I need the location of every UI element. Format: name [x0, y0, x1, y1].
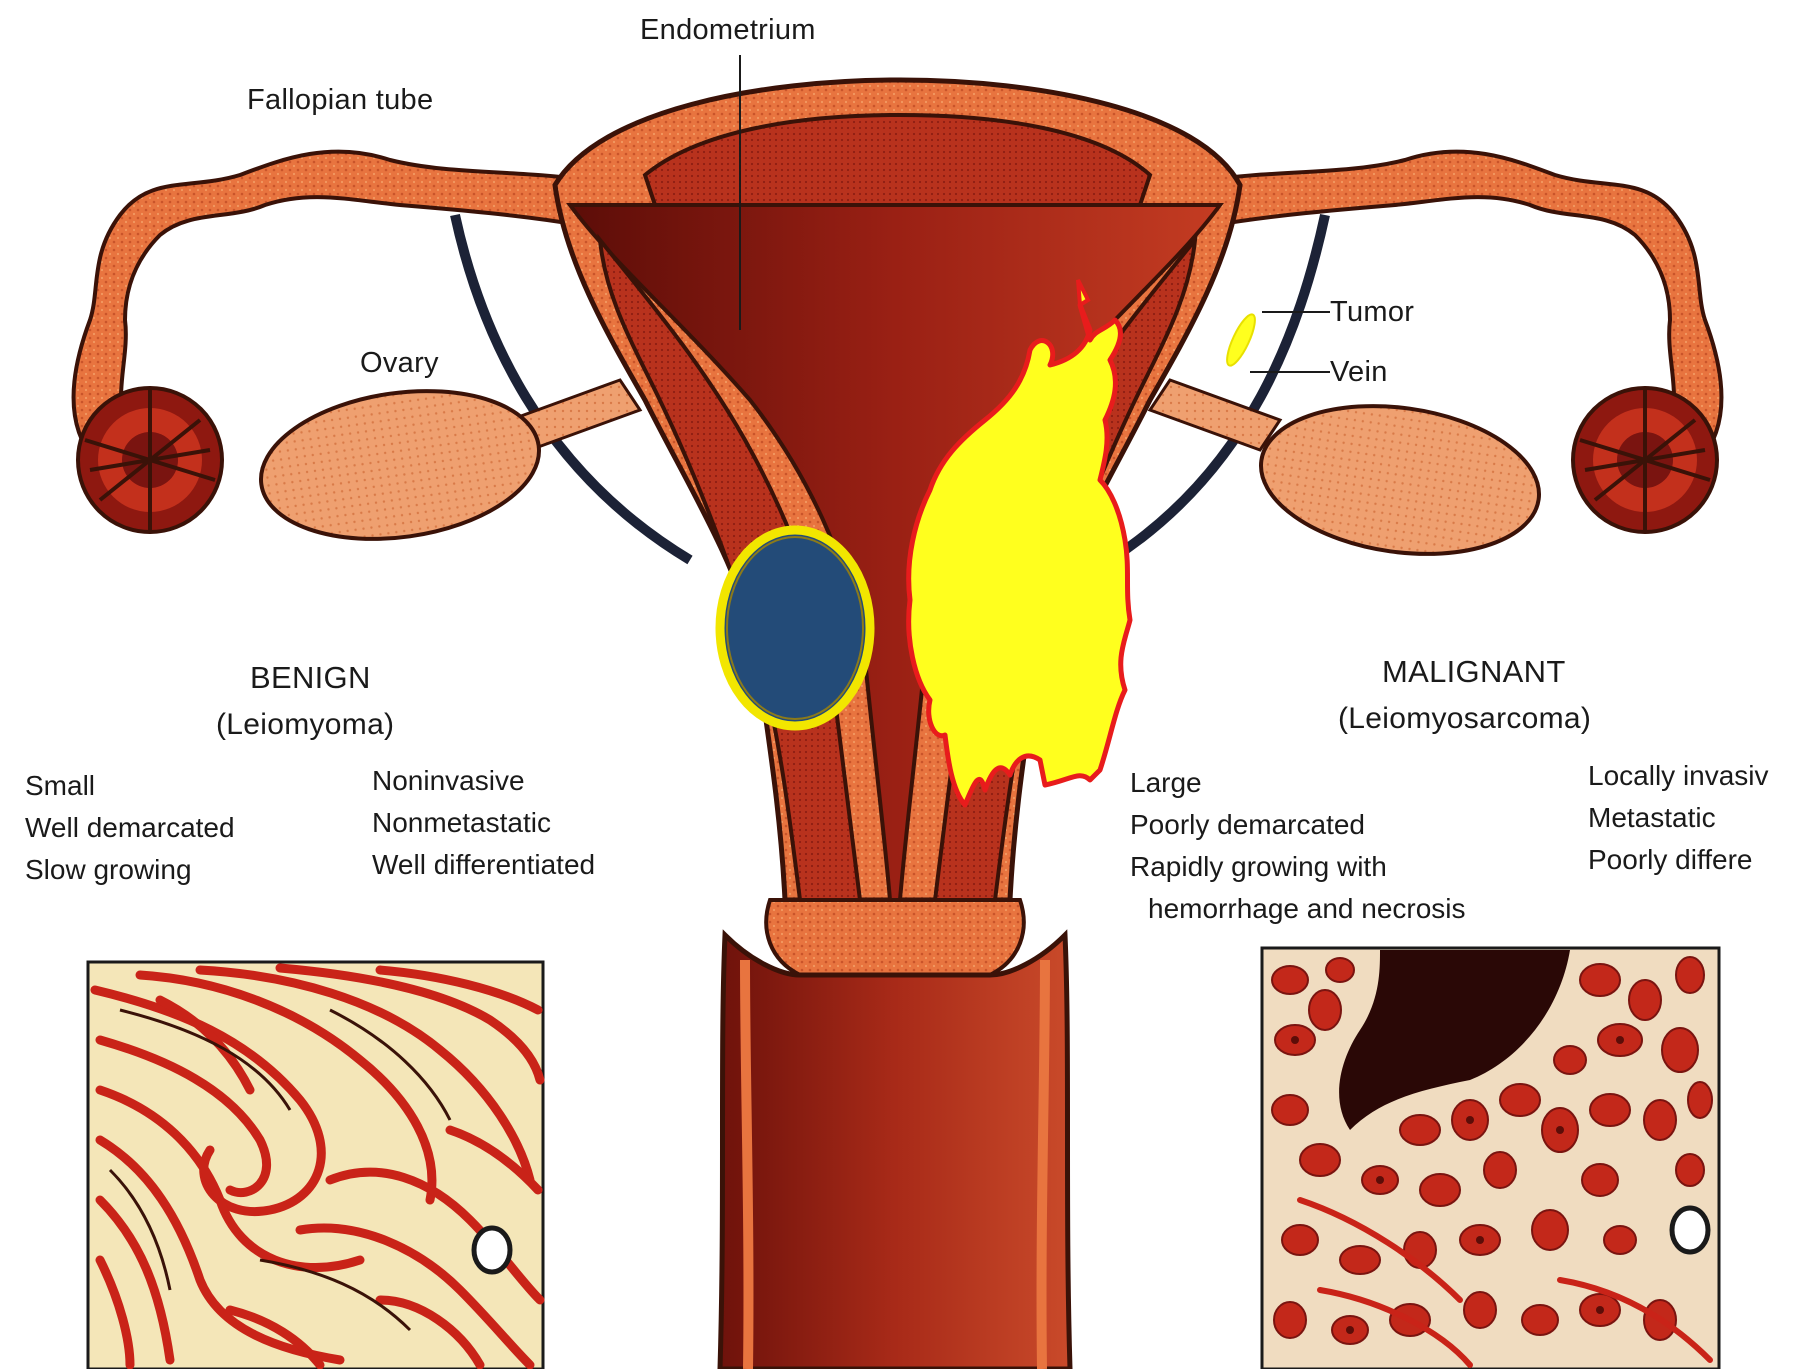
left-fimbriae: [78, 388, 222, 532]
endometrium-label: Endometrium: [640, 16, 816, 45]
malignant-trait: Large: [1130, 762, 1466, 804]
right-ovary: [1251, 389, 1548, 571]
malignant-subtitle: (Leiomyosarcoma): [1338, 704, 1591, 734]
malignant-trait: Metastatic: [1588, 797, 1795, 839]
tumor-label: Tumor: [1330, 298, 1414, 327]
malignant-trait: Rapidly growing with: [1130, 846, 1466, 888]
left-ovary: [251, 374, 548, 556]
benign-trait: Small: [25, 765, 235, 807]
benign-tumor: [720, 530, 870, 726]
vaginal-wall-left: [745, 960, 748, 1369]
fallopian-tube-label: Fallopian tube: [247, 86, 433, 115]
malignant-title: MALIGNANT: [1382, 656, 1566, 687]
benign-trait: Noninvasive: [372, 760, 595, 802]
benign-histology: [88, 962, 543, 1369]
ovary-label: Ovary: [360, 349, 439, 378]
malignant-histology: [1262, 948, 1719, 1369]
vaginal-wall-right: [1042, 960, 1045, 1369]
right-fimbriae: [1573, 388, 1717, 532]
malignant-trait: hemorrhage and necrosis: [1130, 888, 1466, 930]
malignant-traits-2: Locally invasiv Metastatic Poorly differ…: [1588, 755, 1795, 881]
benign-traits-2: Noninvasive Nonmetastatic Well different…: [372, 760, 595, 886]
malignant-trait: Poorly differe: [1588, 839, 1795, 881]
malignant-trait: Locally invasiv: [1588, 755, 1795, 797]
vein-tumor: [1222, 311, 1260, 369]
malignant-traits-1: Large Poorly demarcated Rapidly growing …: [1130, 762, 1466, 930]
benign-trait: Well differentiated: [372, 844, 595, 886]
vagina: [720, 935, 1070, 1369]
cervix: [766, 900, 1024, 975]
benign-traits-1: Small Well demarcated Slow growing: [25, 765, 235, 891]
benign-trait: Well demarcated: [25, 807, 235, 849]
benign-title: BENIGN: [250, 662, 371, 693]
benign-trait: Slow growing: [25, 849, 235, 891]
malignant-trait: Poorly demarcated: [1130, 804, 1466, 846]
vein-label: Vein: [1330, 358, 1388, 387]
benign-subtitle: (Leiomyoma): [216, 710, 394, 740]
benign-trait: Nonmetastatic: [372, 802, 595, 844]
